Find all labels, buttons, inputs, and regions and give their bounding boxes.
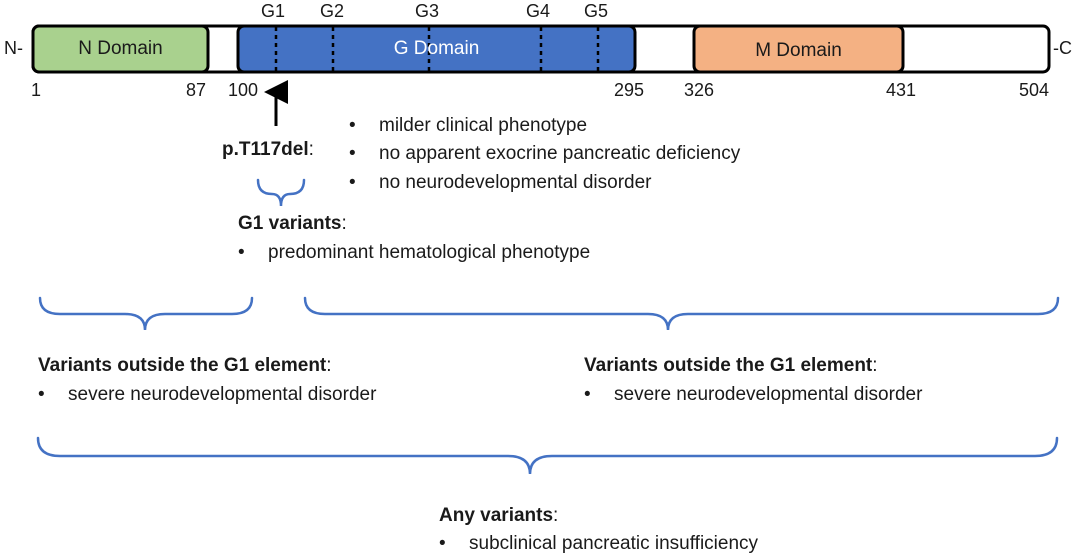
g-domain-box [236,24,637,74]
protein-diagram [31,24,1051,74]
outside-right-effect-text: severe neurodevelopmental disorder [614,384,923,405]
position-label: 431 [886,80,917,100]
any-variants-title: Any variants [439,505,554,526]
any-variants-colon: : [553,505,559,526]
deletion-effect-item: • no apparent exocrine pancreatic deficie… [349,143,740,165]
bullet: • [584,384,591,405]
bullet: • [349,115,356,136]
deletion-label: p.T117del: [222,139,314,161]
c-terminus-label: -C [1053,38,1072,58]
deletion-effect-text: milder clinical phenotype [379,115,588,136]
position-label: 1 [31,80,42,100]
n-domain-label: N Domain [78,38,163,59]
n-terminus-label: N- [4,38,23,58]
n-domain-box [31,24,210,74]
outside-right-title: Variants outside the G1 element [584,355,873,376]
m-domain-label: M Domain [755,40,842,61]
any-variants-effect-item: • subclinical pancreatic insufficiency [439,533,758,555]
bullet: • [38,384,45,405]
position-label: 504 [1019,80,1050,100]
bullet: • [439,533,446,554]
position-label: 326 [684,80,715,100]
bullet: • [238,242,245,263]
outside-left-effect-item: • severe neurodevelopmental disorder [38,384,376,406]
any-variants-heading: Any variants: [439,505,558,527]
bullet: • [349,143,356,164]
position-label: 87 [186,80,207,100]
any-variants-effect-text: subclinical pancreatic insufficiency [469,533,759,554]
g1-variants-heading: G1 variants: [238,213,347,235]
deletion-effect-text: no neurodevelopmental disorder [379,172,652,193]
outside-left-heading: Variants outside the G1 element: [38,355,332,377]
g-domain-label: G Domain [393,38,480,59]
outside-left-colon: : [326,355,332,376]
right-outside-brace [303,296,1060,331]
outside-right-colon: : [872,355,878,376]
outside-left-title: Variants outside the G1 element [38,355,327,376]
g1-brace [256,178,306,207]
position-label: 295 [614,80,645,100]
g1-variants-colon: : [341,213,347,234]
deletion-effect-text: no apparent exocrine pancreatic deficien… [379,143,741,164]
position-label: 100 [228,80,259,100]
outside-right-effect-item: • severe neurodevelopmental disorder [584,384,922,406]
deletion-effect-item: • no neurodevelopmental disorder [349,172,652,194]
g4-motif-label: G4 [526,1,551,21]
left-outside-brace [38,296,254,331]
deletion-name: p.T117del [222,139,309,160]
deletion-effect-item: • milder clinical phenotype [349,115,587,137]
g1-variants-title: G1 variants [238,213,342,234]
bullet: • [349,172,356,193]
g5-motif-label: G5 [584,1,609,21]
g1-variants-effect-item: • predominant hematological phenotype [238,242,590,264]
g3-motif-label: G3 [415,1,440,21]
g1-variants-effect-text: predominant hematological phenotype [268,242,591,263]
outside-left-effect-text: severe neurodevelopmental disorder [68,384,377,405]
m-domain-box [692,24,905,74]
g1-motif-label: G1 [261,1,286,21]
deletion-colon: : [308,139,314,160]
g2-motif-label: G2 [320,1,345,21]
outside-right-heading: Variants outside the G1 element: [584,355,878,377]
all-variants-brace [36,436,1059,475]
